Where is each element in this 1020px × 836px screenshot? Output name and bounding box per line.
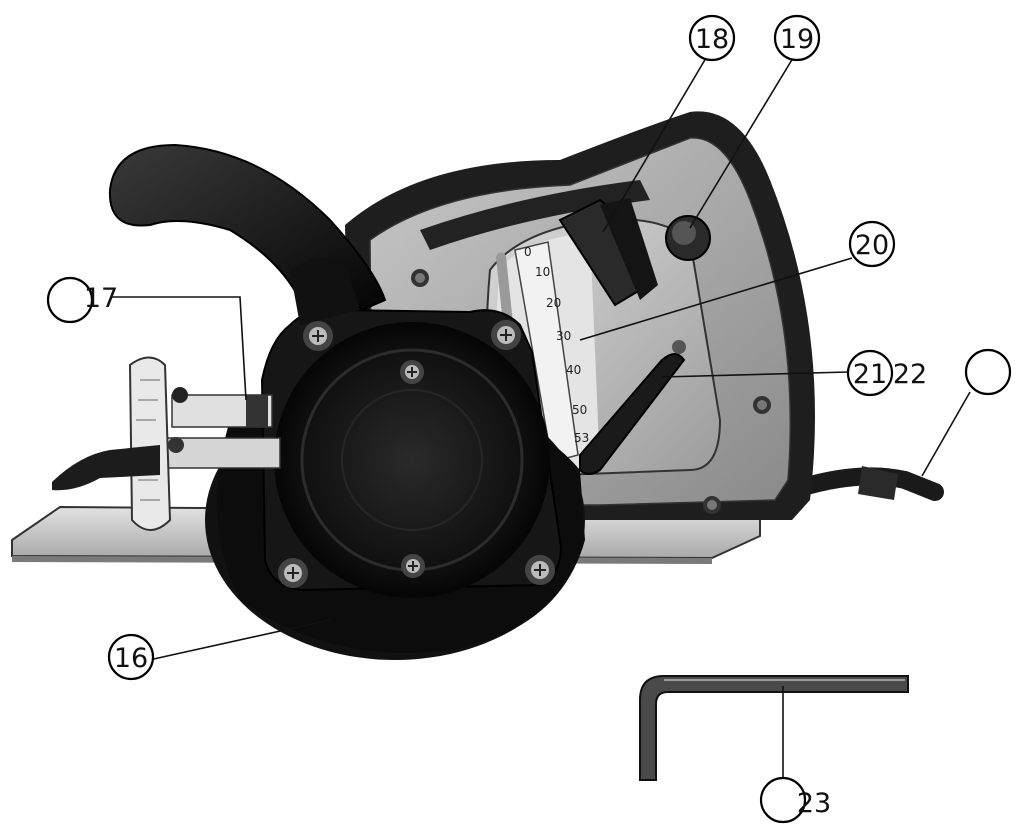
scale-label-10: 10 <box>535 265 550 279</box>
callout-label-18: 18 <box>695 24 729 55</box>
callout-label-21: 21 <box>853 359 887 390</box>
callout-22: 22 <box>893 348 1012 396</box>
callout-19: 19 <box>773 14 821 62</box>
flange-screw <box>491 320 521 350</box>
callout-17: 17 <box>46 276 118 324</box>
leader-19 <box>689 57 794 229</box>
leader-16 <box>130 619 331 665</box>
leader-17 <box>112 296 247 401</box>
flange-screw <box>401 554 425 578</box>
trigger-switch <box>558 198 658 307</box>
leader-18 <box>602 57 707 233</box>
rear-handle <box>108 143 387 325</box>
scale-label-40: 40 <box>566 363 581 377</box>
callout-label-16: 16 <box>114 643 148 674</box>
power-cord <box>791 466 944 501</box>
scale-label-20: 20 <box>546 296 561 310</box>
leader-21 <box>661 371 849 378</box>
hex-key <box>639 675 909 781</box>
callout-23: 23 <box>759 776 831 824</box>
callout-label-19: 19 <box>780 24 814 55</box>
callout-label-20: 20 <box>855 230 889 261</box>
scale-label-30: 30 <box>556 329 571 343</box>
flange-screw <box>303 321 333 351</box>
leader-22 <box>921 391 971 477</box>
front-flange-plate <box>260 308 562 598</box>
lock-off-button <box>665 215 711 261</box>
callout-label-22: 22 <box>893 359 927 390</box>
callout-21: 21 <box>846 349 894 397</box>
callout-label-23: 23 <box>797 788 831 819</box>
leader-20 <box>579 257 853 341</box>
callout-18: 18 <box>688 14 736 62</box>
callout-20: 20 <box>848 220 896 268</box>
callout-label-17: 17 <box>84 283 118 314</box>
scale-label-0: 0 <box>524 245 532 259</box>
parallel-guide <box>52 356 281 531</box>
flange-screw <box>278 558 308 588</box>
flange-screw <box>525 555 555 585</box>
flange-screw <box>400 360 424 384</box>
bevel-lock-lever <box>579 340 686 475</box>
scale-label-53: 53 <box>574 431 589 445</box>
callout-16: 16 <box>107 633 155 681</box>
leader-lines <box>112 57 971 778</box>
scale-label-50: 50 <box>572 403 587 417</box>
